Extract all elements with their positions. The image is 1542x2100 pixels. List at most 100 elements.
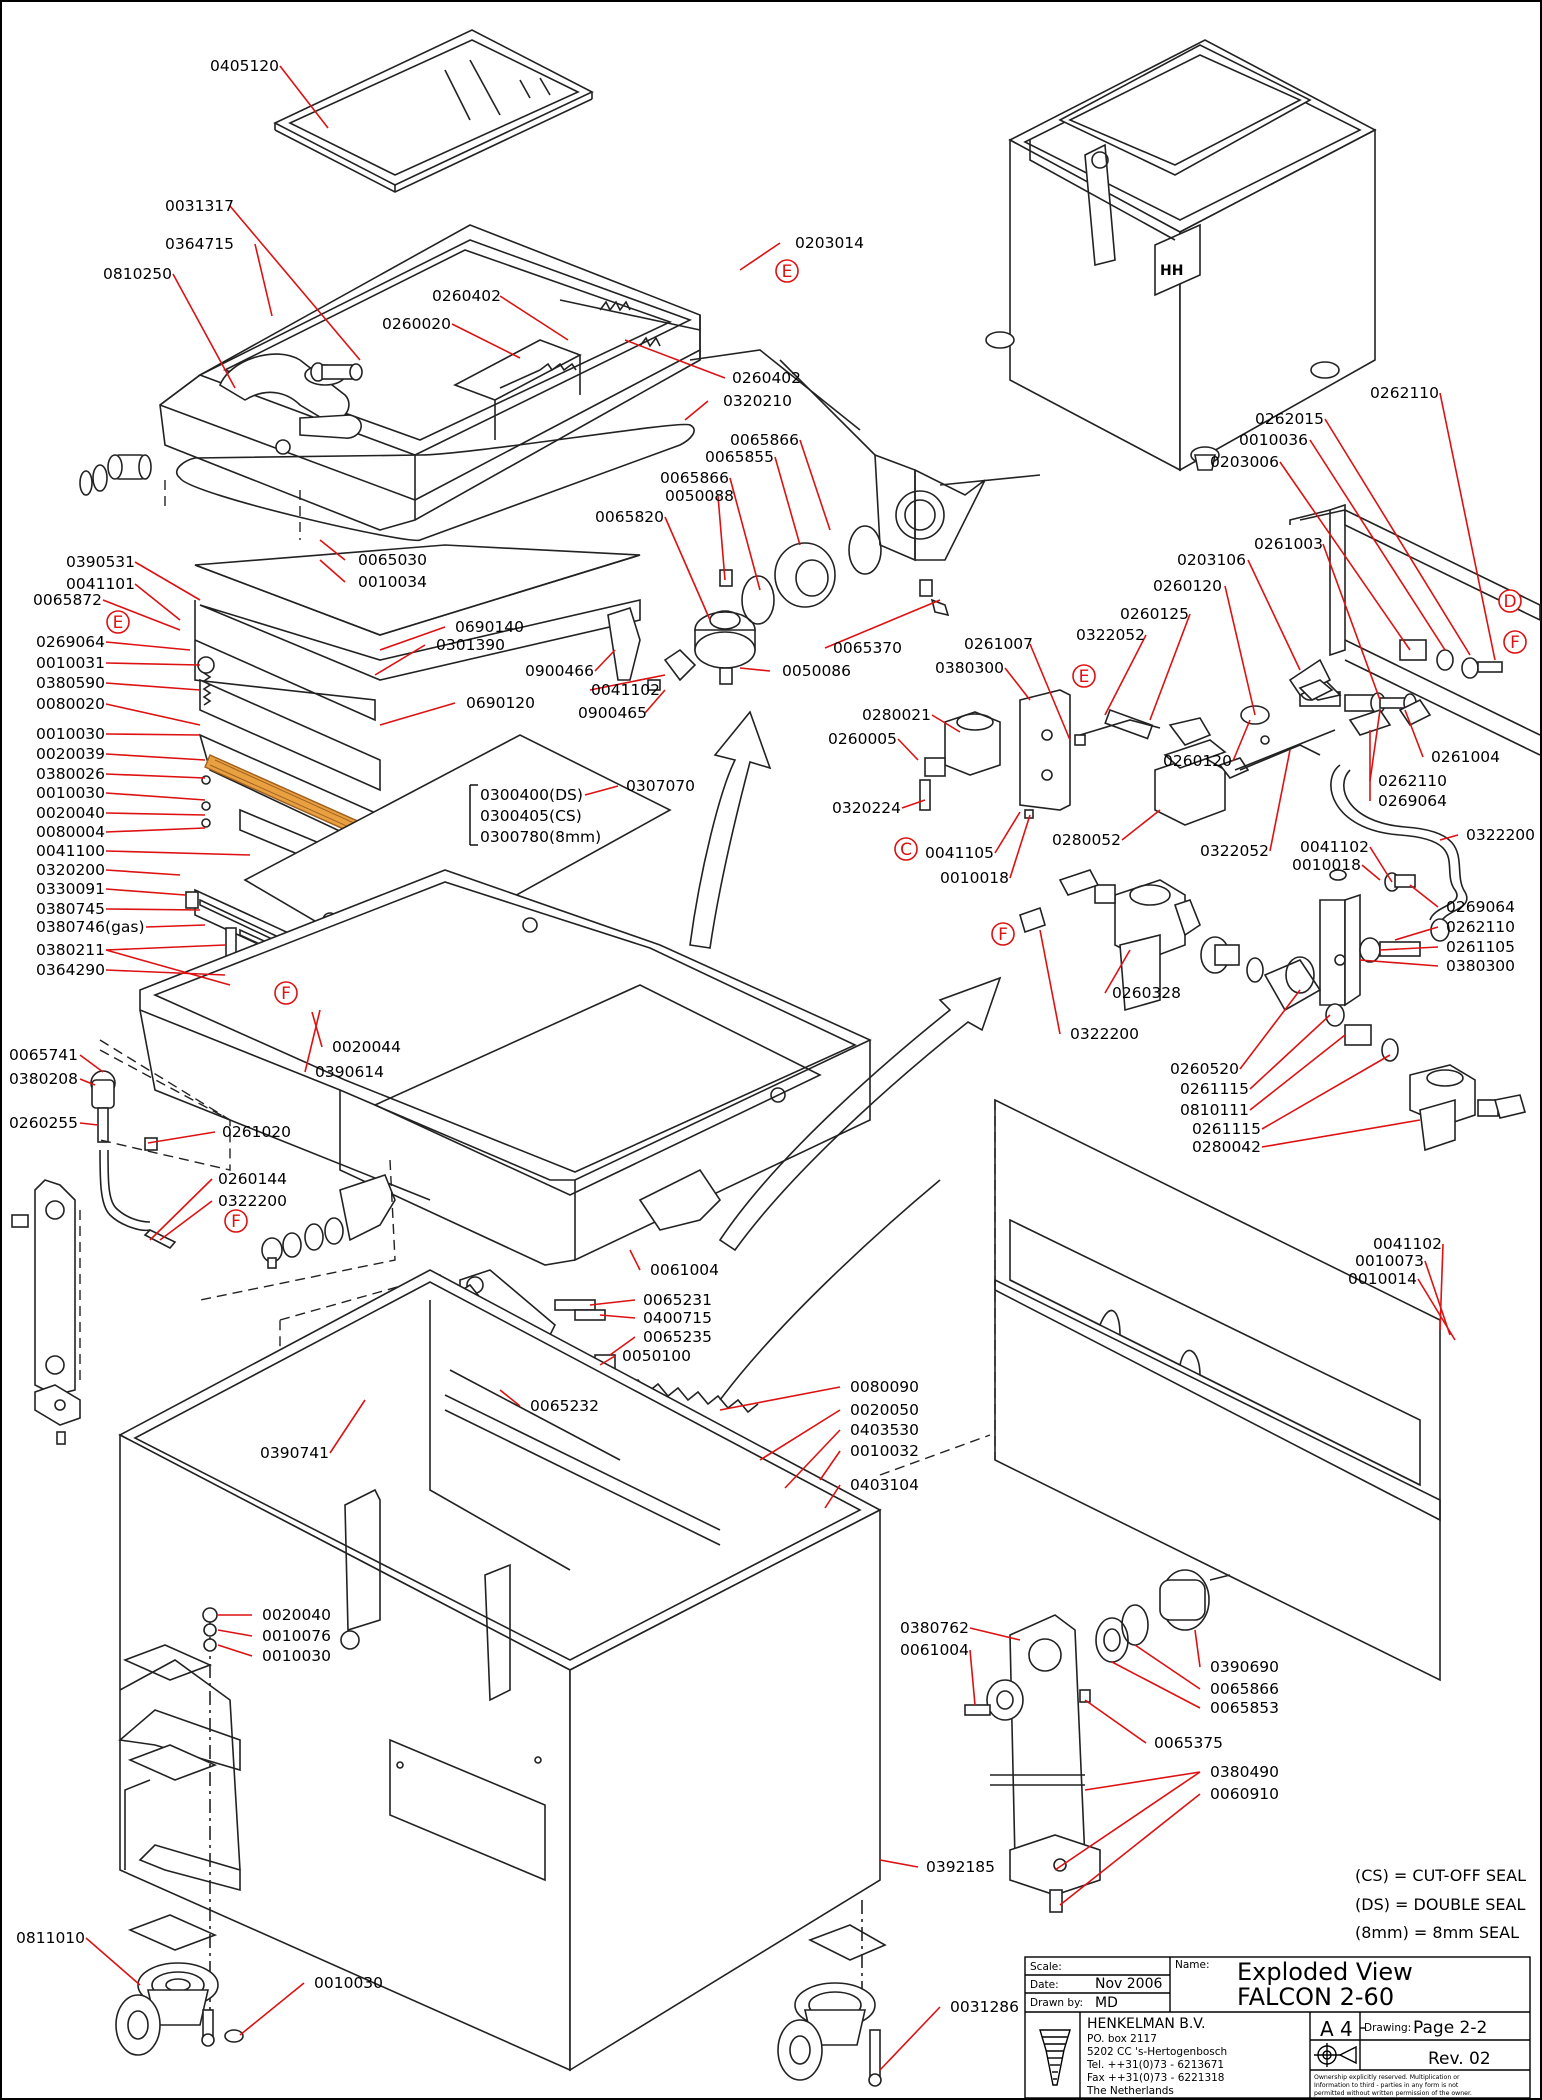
part-label-0269064: 0269064 — [1446, 898, 1515, 916]
part-label-0260120: 0260120 — [1153, 577, 1222, 595]
leader-line-p68 — [217, 1644, 253, 1657]
sheet-size: A 4 — [1320, 2017, 1353, 2041]
leader-line-p6 — [451, 323, 521, 359]
seal-label-group: 0300400(DS) 0300405(CS) 0300780(8mm) — [469, 784, 601, 846]
part-label-0065741: 0065741 — [9, 1046, 78, 1064]
leader-line-p97 — [1361, 864, 1381, 881]
company-tel: Tel. ++31(0)73 - 6213671 — [1086, 2059, 1224, 2071]
leader-line-p37 — [379, 626, 446, 651]
part-label-0301390: 0301390 — [436, 636, 505, 654]
drawing-label: Drawing: — [1364, 2022, 1411, 2034]
part-label-0900466: 0900466 — [525, 662, 594, 680]
svg-text:F: F — [281, 984, 291, 1004]
leader-line-p80 — [1121, 809, 1161, 841]
part-labels: 0405120003131703647150810250026040202600… — [9, 57, 1535, 2016]
leader-line-p9 — [684, 400, 709, 421]
part-label-0261003: 0261003 — [1254, 535, 1323, 553]
part-label-0900465: 0900465 — [578, 704, 647, 722]
part-label-0380300: 0380300 — [1446, 957, 1515, 975]
lower-valve-group — [1019, 869, 1527, 1152]
part-label-0010032: 0010032 — [850, 1442, 919, 1460]
part-label-0010034: 0010034 — [358, 573, 427, 591]
part-label-0010073: 0010073 — [1355, 1252, 1424, 1270]
part-label-0380026: 0380026 — [36, 765, 105, 783]
part-label-0269064: 0269064 — [1378, 792, 1447, 810]
part-label-0400715: 0400715 — [643, 1309, 712, 1327]
left-hose-assembly — [90, 1049, 396, 1301]
part-label-0380490: 0380490 — [1210, 1763, 1279, 1781]
leader-line-p100 — [1379, 946, 1439, 951]
part-label-0041100: 0041100 — [36, 842, 105, 860]
part-label-0203014: 0203014 — [795, 234, 864, 252]
part-label-0322200: 0322200 — [1070, 1025, 1139, 1043]
leader-line-p84 — [1247, 559, 1301, 671]
leader-line-p116 — [1111, 1661, 1201, 1709]
leader-line-p93 — [1232, 719, 1251, 762]
hinge-bushing-left — [79, 454, 152, 496]
leader-line-p72 — [879, 2006, 941, 2071]
leader-line-p31 — [105, 869, 181, 876]
leader-line-p32 — [105, 888, 186, 896]
part-label-0080004: 0080004 — [36, 823, 105, 841]
seal-label-8mm: 0300780(8mm) — [480, 828, 601, 846]
part-label-0262015: 0262015 — [1255, 410, 1324, 428]
part-label-0364715: 0364715 — [165, 235, 234, 253]
part-label-0262110: 0262110 — [1370, 384, 1439, 402]
leader-line-p33 — [105, 908, 201, 911]
leader-line-p79 — [1009, 814, 1031, 879]
svg-text:E: E — [1079, 667, 1090, 687]
part-label-0061004: 0061004 — [900, 1641, 969, 1659]
hidden-link-chamber — [99, 1039, 231, 1121]
part-label-0020050: 0020050 — [850, 1401, 919, 1419]
leader-line-p110 — [1424, 1260, 1451, 1336]
drawing-title-line1: Exploded View — [1237, 1958, 1413, 1986]
part-label-0392185: 0392185 — [926, 1858, 995, 1876]
leader-line-p111 — [1417, 1278, 1456, 1341]
leader-line-p2 — [229, 205, 361, 361]
leader-line-p83 — [1224, 585, 1256, 716]
leader-line-p70 — [239, 1982, 305, 2036]
drawing-value: Page 2-2 — [1413, 2018, 1487, 2038]
part-label-0262110: 0262110 — [1446, 918, 1515, 936]
part-label-0307070: 0307070 — [626, 777, 695, 795]
leader-line-p17 — [134, 561, 201, 601]
part-label-0260520: 0260520 — [1170, 1060, 1239, 1078]
leader-line-p73 — [1029, 643, 1071, 741]
leader-line-p46 — [311, 1011, 323, 1048]
leader-line-p77 — [901, 799, 926, 809]
drawing-title-line2: FALCON 2-60 — [1237, 1983, 1394, 2011]
part-label-0203106: 0203106 — [1177, 551, 1246, 569]
leader-line-p101 — [1359, 959, 1439, 967]
part-label-0041102: 0041102 — [591, 681, 660, 699]
part-label-0065872: 0065872 — [33, 591, 102, 609]
part-label-0260020: 0260020 — [382, 315, 451, 333]
leader-line-p53 — [159, 1200, 213, 1241]
part-label-0065232: 0065232 — [530, 1397, 599, 1415]
assembly-arrow-right — [718, 976, 1002, 1252]
part-label-0380745: 0380745 — [36, 900, 105, 918]
leader-line-p38 — [374, 644, 426, 676]
glass-lid-window — [273, 29, 594, 193]
date-value: Nov 2006 — [1095, 1976, 1162, 1992]
part-label-0020040: 0020040 — [36, 804, 105, 822]
part-label-0690120: 0690120 — [466, 694, 535, 712]
leader-line-p54 — [629, 1249, 641, 1271]
part-label-0320224: 0320224 — [832, 799, 901, 817]
title-block: Scale: Date: Nov 2006 Drawn by: MD Name:… — [1024, 1956, 1531, 2099]
leader-line-p113 — [969, 1649, 976, 1706]
leader-line-p29 — [105, 827, 206, 833]
leader-line-p44 — [824, 599, 941, 649]
leader-line-p20 — [105, 641, 191, 651]
leader-line-p41 — [589, 674, 666, 691]
leader-line-p52 — [149, 1178, 213, 1241]
part-label-0065866: 0065866 — [660, 469, 729, 487]
callout-e: E — [106, 610, 130, 634]
part-label-0050088: 0050088 — [665, 487, 734, 505]
leader-line-p45 — [584, 785, 619, 796]
seal-label-ds: 0300400(DS) — [480, 786, 583, 804]
part-label-0065375: 0065375 — [1154, 1734, 1223, 1752]
scale-label: Scale: — [1030, 1961, 1062, 1973]
part-label-0390614: 0390614 — [315, 1063, 384, 1081]
callout-f: F — [1503, 630, 1527, 654]
